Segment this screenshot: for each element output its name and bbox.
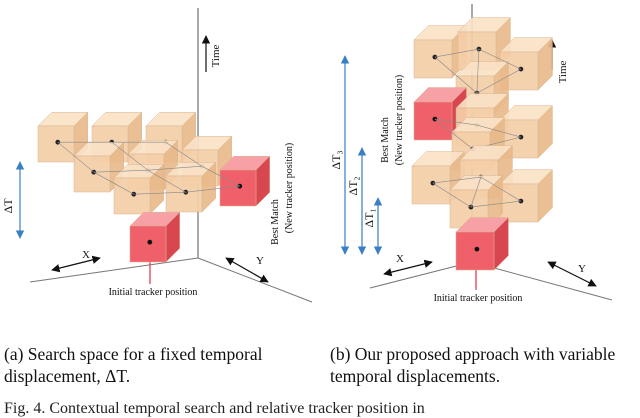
best-match-sublabel-b: (New tracker position): [394, 75, 405, 166]
x-arrow-a: [51, 255, 101, 273]
cube-link: [470, 177, 482, 208]
figure-diagram: Time ΔT X Y Best Match (New tracker posi…: [1, 4, 613, 304]
cube-link: [434, 56, 478, 94]
initial-tracker-cube: [129, 211, 181, 263]
best-match-cube: [219, 155, 271, 207]
cube-link: [476, 124, 521, 138]
cube-link: [432, 182, 472, 208]
cube-link: [147, 165, 202, 171]
cube-link: [480, 176, 522, 202]
caption-a: (a) Search space for a fixed temporal di…: [4, 344, 263, 386]
cube-link: [93, 171, 134, 195]
best-match-sublabel-a: (New tracker position): [284, 143, 295, 234]
y-arrow-b: [547, 261, 597, 287]
search-cube: [113, 163, 165, 215]
x-axis-a: [29, 257, 199, 283]
cube-link: [434, 118, 477, 126]
cube-link: [476, 68, 522, 94]
cube-link: [165, 141, 202, 167]
delta-t-label-a: ΔT: [1, 198, 15, 214]
cube-center-dot: [147, 239, 153, 245]
search-cube: [411, 150, 466, 205]
cube-center-dot: [474, 246, 480, 252]
time-label-a: Time: [210, 44, 222, 67]
cube-link: [476, 49, 480, 94]
cube-link: [133, 191, 186, 195]
cube-link: [201, 165, 240, 187]
best-match-label-a: Best Match: [270, 199, 281, 245]
delta-t1-label-b: ΔT₁: [362, 208, 376, 227]
x-label-b: X: [396, 253, 404, 265]
initial-tracker-cube: [455, 216, 510, 271]
cube-group-a: [37, 111, 271, 263]
cube-link: [434, 118, 474, 150]
search-cube: [499, 168, 554, 223]
cube-center-dot: [237, 183, 243, 189]
cube-link: [147, 169, 186, 193]
initial-label-b: Initial tracker position: [434, 293, 523, 304]
search-cube: [73, 141, 125, 193]
search-cube: [37, 111, 89, 163]
cube-link: [93, 169, 148, 173]
cube-link: [111, 141, 148, 171]
search-cube: [165, 161, 217, 213]
figure-caption: Fig. 4. Contextual temporal search and r…: [4, 400, 425, 417]
best-match-label-b: Best Match: [380, 117, 391, 163]
x-arrow-b: [383, 259, 433, 277]
search-cube: [499, 104, 554, 159]
panel-b: Time ΔT₃ ΔT₂ ΔT₁ X Y Best Match (New tra…: [329, 4, 613, 304]
y-label-b: Y: [578, 263, 586, 275]
panel-a: Time ΔT X Y Best Match (New tracker posi…: [1, 8, 313, 303]
cube-link: [478, 48, 522, 70]
time-label-b: Time: [557, 60, 569, 83]
cube-link: [434, 48, 479, 58]
x-label-a: X: [82, 249, 90, 261]
y-arrow-a: [225, 257, 269, 283]
delta-t2-label-b: ΔT₂: [346, 176, 360, 195]
delta-t3-label-b: ΔT₃: [329, 150, 343, 169]
cube-link: [470, 200, 521, 208]
cube-group-b: [411, 16, 554, 271]
y-label-a: Y: [256, 255, 264, 267]
caption-b: (b) Our proposed approach with variable …: [330, 344, 616, 386]
cube-link: [185, 185, 240, 193]
initial-label-a: Initial tracker position: [109, 287, 198, 298]
best-match-cube: [413, 86, 468, 141]
cube-link: [57, 141, 94, 173]
cube-link: [432, 176, 481, 184]
y-axis-a: [197, 257, 313, 303]
